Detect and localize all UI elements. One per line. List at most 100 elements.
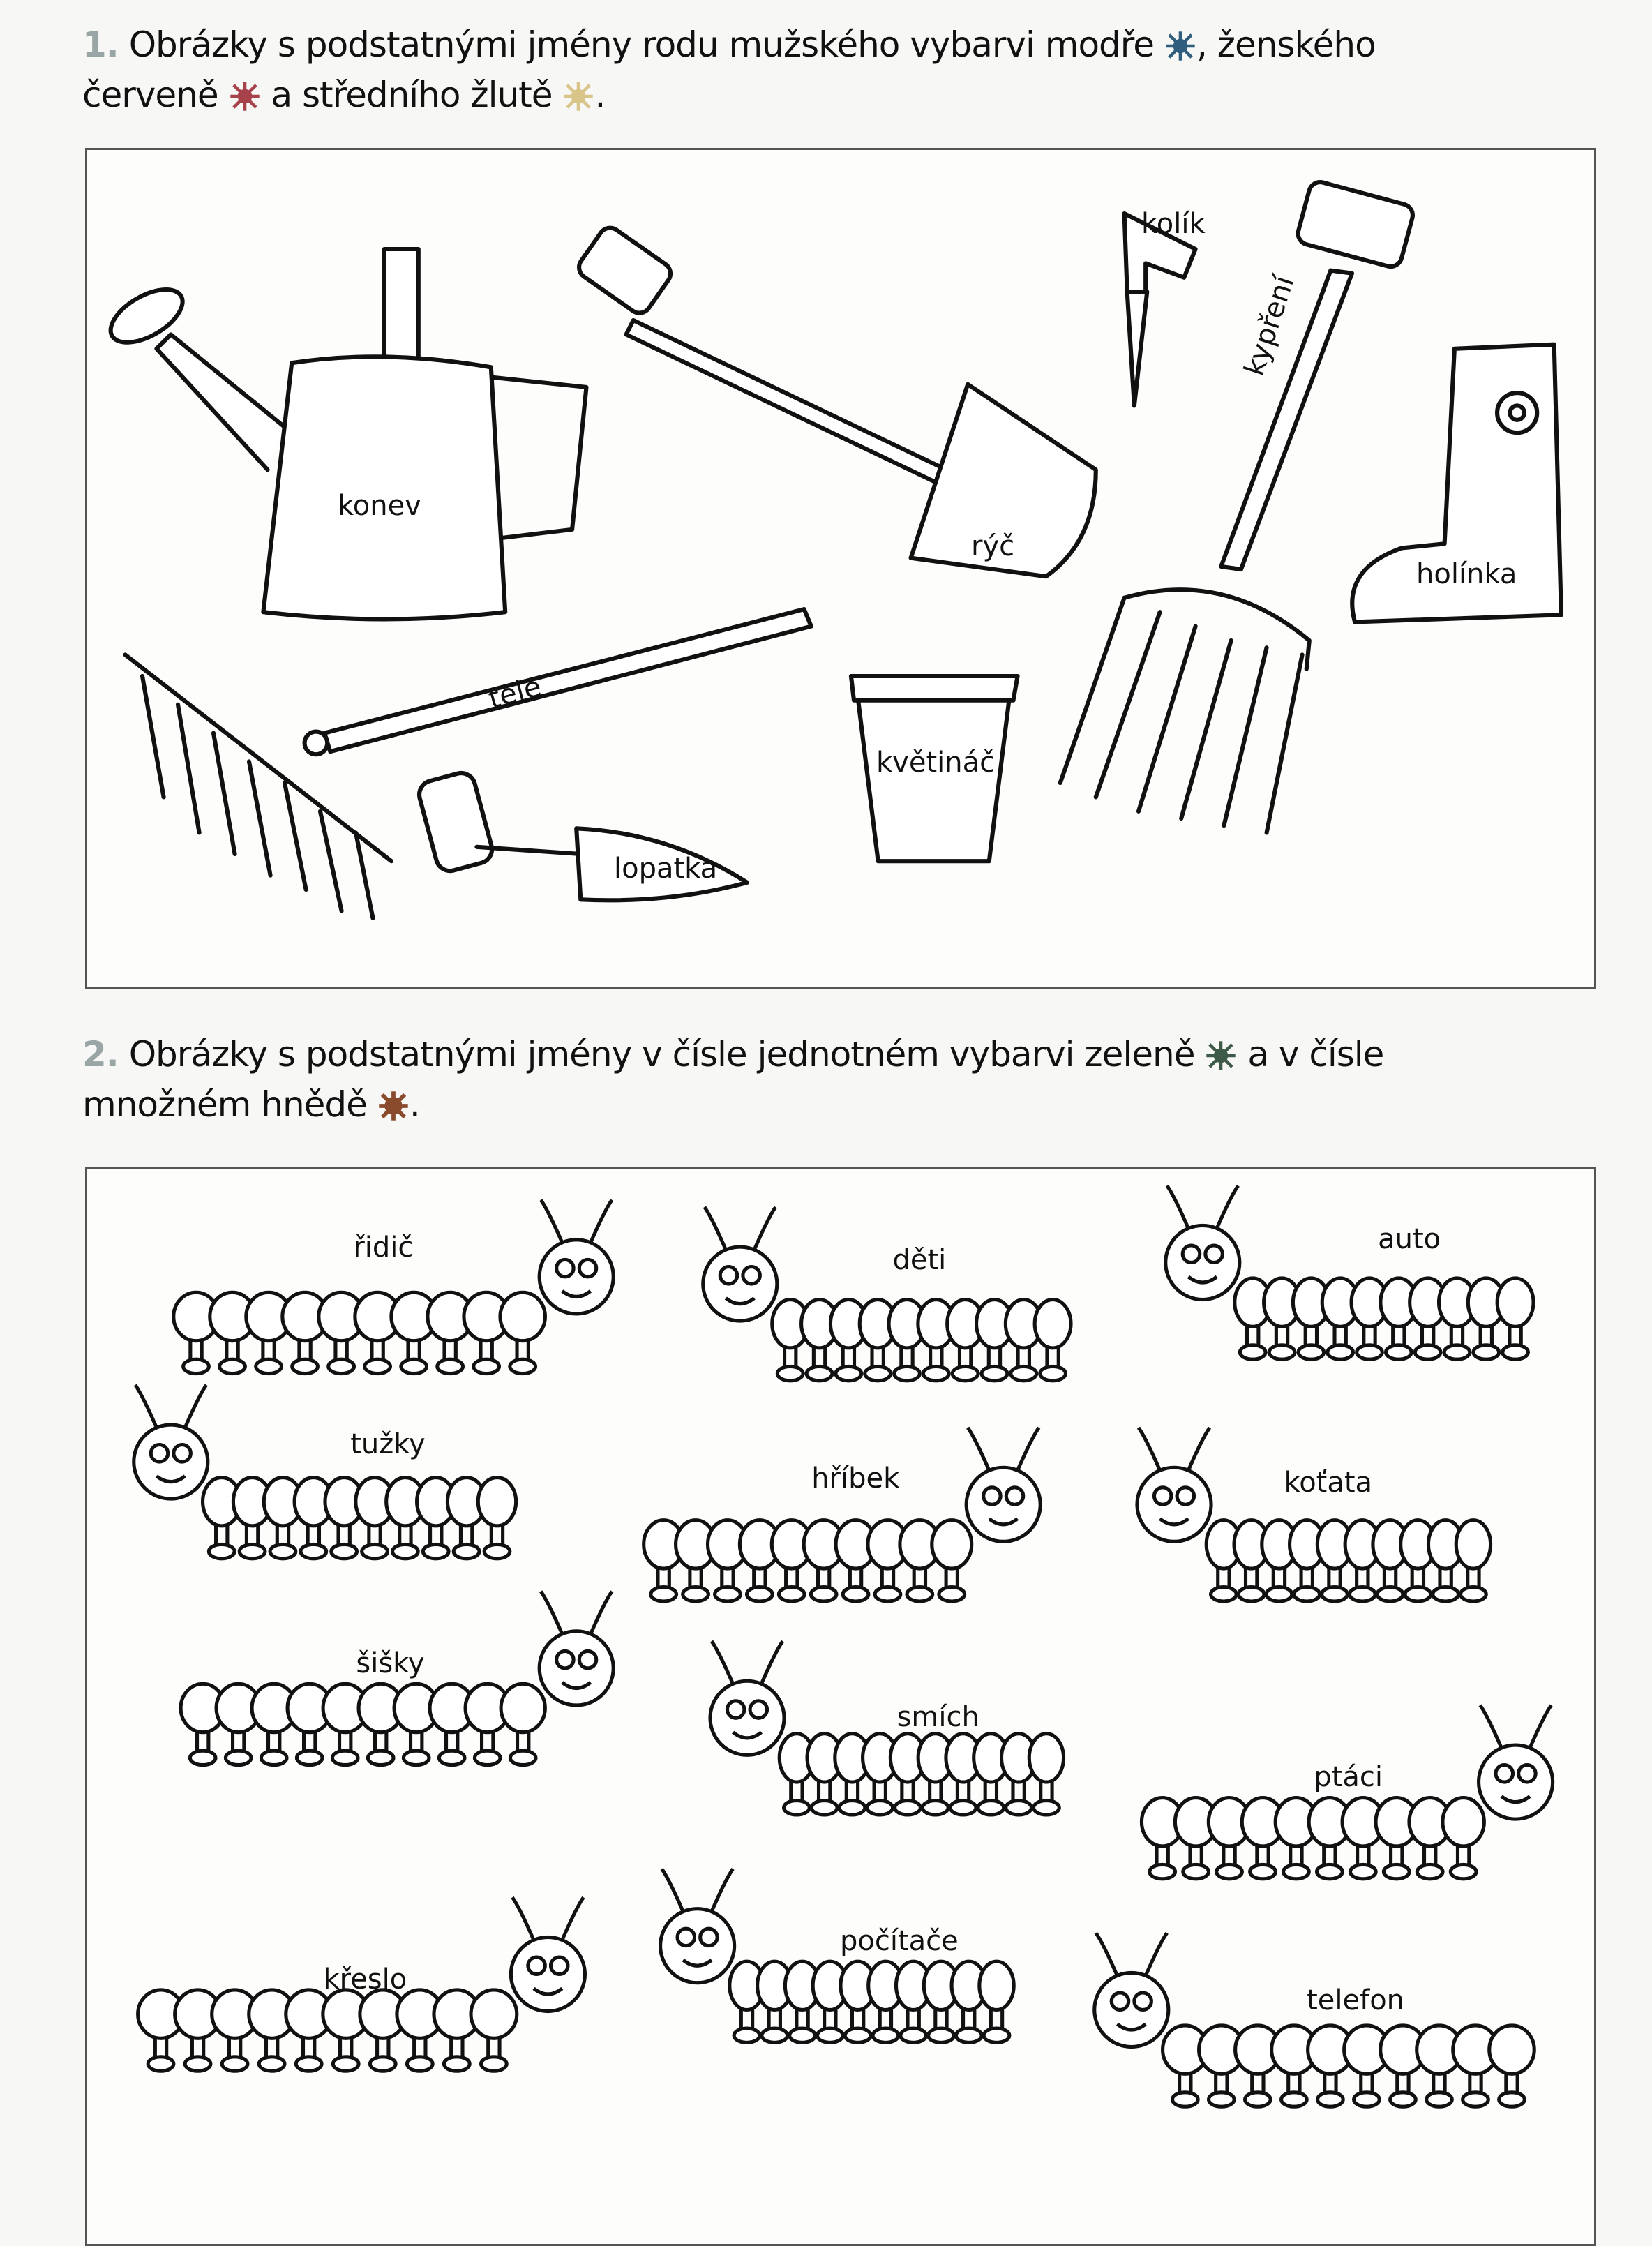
foot [290,1357,320,1376]
caterpillar-1[interactable] [172,1199,615,1376]
eye [1004,1485,1026,1506]
foot [223,1749,253,1767]
body-segment [498,1290,547,1343]
foot [775,1364,805,1383]
foot [363,1357,393,1376]
foot [183,2055,213,2073]
label-lopatka: lopatka [614,853,718,885]
foot [1448,1862,1478,1881]
caterpillar-head [1135,1465,1213,1543]
foot [1383,1343,1413,1361]
eye [149,1443,170,1464]
foot [1292,1585,1322,1603]
antenna [183,1384,208,1429]
mouth [155,1474,186,1484]
foot [399,1357,429,1376]
foot [451,1542,481,1561]
mouth [561,1289,592,1298]
yellow-splat-icon [564,82,594,111]
caterpillar-5[interactable] [642,1426,1042,1603]
antenna [1143,1931,1169,1977]
foot [976,1799,1006,1817]
foot [479,2055,509,2073]
antenna [511,1896,536,1941]
caterpillar-head [509,1935,587,2014]
body-segment [499,1682,547,1735]
instruction-text: . [409,1084,421,1125]
flower-pot-drawing[interactable] [848,673,1020,864]
rake-drawing[interactable] [123,607,813,920]
foot [1264,1585,1294,1603]
foot [508,1749,538,1767]
caterpillar-4[interactable] [132,1384,518,1561]
eye [741,1265,762,1286]
caterpillar-8[interactable] [708,1640,1066,1817]
caterpillar-11[interactable] [659,1868,1016,2044]
caterpillar-9[interactable] [1139,1704,1555,1881]
foot [804,1364,834,1383]
task-number: 2. [82,1034,119,1075]
spade-drawing[interactable] [575,223,1098,579]
instruction-text: . [594,75,606,115]
foot [1236,1585,1266,1603]
caterpillar-head [537,1238,615,1316]
caterpillar-10[interactable] [136,1896,587,2073]
fork-drawing[interactable] [1058,179,1416,835]
body-segment [977,1959,1016,2012]
eye [577,1257,599,1279]
foot [146,2055,176,2073]
foot [390,1542,420,1561]
mouth [988,1517,1019,1527]
antenna [966,1426,991,1472]
foot [1170,2090,1200,2109]
caterpillar-head [1477,1743,1555,1821]
foot [1388,2090,1418,2109]
foot [837,1799,867,1817]
foot [1267,1343,1297,1361]
foot [1413,1343,1443,1361]
foot [401,1749,431,1767]
foot [954,2026,984,2044]
boot-drawing[interactable] [1350,342,1563,624]
foot [331,2055,361,2073]
caterpillar-label: hříbek [811,1462,900,1495]
caterpillar-label: křeslo [323,1963,407,1996]
foot [1206,2090,1236,2109]
foot [1031,1799,1061,1817]
caterpillar-label: smích [896,1701,979,1734]
foot [1242,2090,1272,2109]
trowel-drawing[interactable] [416,770,750,903]
antenna [1528,1704,1553,1749]
task-2-instruction: 2. Obrázky s podstatnými jmény v čísle j… [82,1029,1384,1130]
caterpillar-3[interactable] [1164,1184,1535,1361]
mouth [1187,1275,1218,1285]
antenna [703,1206,728,1251]
foot [744,1585,774,1603]
caterpillar-7[interactable] [179,1590,615,1767]
caterpillar-head [964,1465,1042,1543]
foot [1351,2090,1381,2109]
caterpillar-2[interactable] [701,1206,1073,1383]
antenna [709,1640,735,1685]
foot [1348,1862,1378,1881]
antenna [752,1206,777,1251]
peg-drawing[interactable] [1122,211,1198,408]
caterpillar-6[interactable] [1135,1426,1493,1603]
foot [360,1542,389,1561]
watering-can-drawing[interactable] [102,246,589,622]
caterpillar-12[interactable] [1092,1931,1536,2109]
foot [1381,1862,1411,1881]
eye [1152,1485,1173,1506]
caterpillar-label: ptáci [1314,1761,1383,1793]
instruction-text: a středního žlutě [271,75,553,115]
body-segment [469,1988,519,2040]
foot [437,1749,467,1767]
eye [1132,1991,1153,2012]
caterpillar-label: počítače [840,1924,959,1957]
foot [681,1585,710,1603]
foot [1431,1585,1461,1603]
foot [1282,1862,1311,1881]
label-ryc: rýč [971,530,1015,562]
eye [982,1485,1003,1506]
foot [1004,1799,1034,1817]
